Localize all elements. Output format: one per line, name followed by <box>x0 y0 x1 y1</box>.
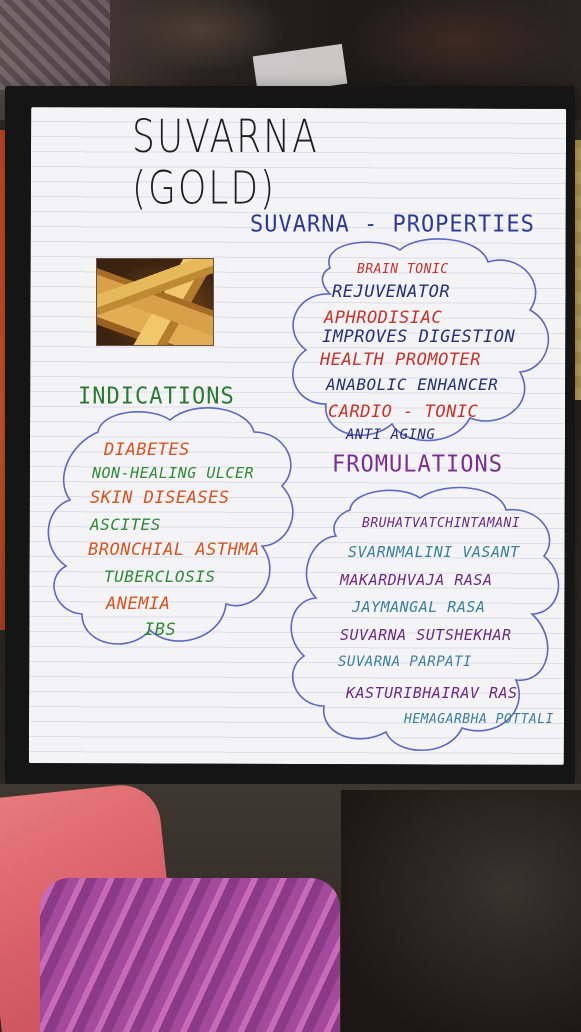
indications-cloud-outline <box>47 407 294 645</box>
formulation-item: HEMAGARBHA POTTALI <box>404 712 554 727</box>
property-item: ANABOLIC ENHANCER <box>326 375 499 394</box>
indication-item: ASCITES <box>90 515 161 534</box>
formulation-item: KASTURIBHAIRAV RAS <box>346 684 518 702</box>
indication-item: DIABETES <box>104 440 190 460</box>
property-item: ANTI AGING <box>346 427 436 443</box>
property-item: IMPROVES DIGESTION <box>322 327 516 347</box>
property-item: BRAIN TONIC <box>357 262 449 277</box>
formulation-item: BRUHATVATCHINTAMANI <box>362 516 521 531</box>
formulation-item: SVARNMALINI VASANT <box>348 543 520 561</box>
property-item: REJUVENATOR <box>332 282 451 302</box>
formulation-item: JAYMANGAL RASA <box>352 598 486 616</box>
indication-item: ANEMIA <box>106 594 171 614</box>
indications-heading: INDICATIONS <box>78 383 235 410</box>
property-item: APHRODISIAC <box>324 308 443 328</box>
indication-item: TUBERCLOSIS <box>104 567 216 586</box>
background-cloth <box>0 0 110 90</box>
properties-heading: SUVARNA - PROPERTIES <box>250 211 535 238</box>
properties-cloud-outline <box>292 238 549 442</box>
purple-cloth <box>40 878 340 1032</box>
indication-item: SKIN DISEASES <box>90 488 230 508</box>
indication-item: BRONCHIAL ASTHMA <box>88 540 260 560</box>
formulation-item: SUVARNA SUTSHEKHAR <box>340 626 512 644</box>
gold-bars-photo <box>96 258 214 346</box>
indication-item: NON-HEALING ULCER <box>92 464 255 482</box>
poster-title: SUVARNA (GOLD) <box>132 112 319 215</box>
dark-corner <box>341 790 581 1032</box>
formulations-heading: FROMULATIONS <box>332 451 503 478</box>
formulations-cloud-outline <box>290 486 560 751</box>
property-item: CARDIO - TONIC <box>328 402 479 422</box>
formulation-item: MAKARDHVAJA RASA <box>340 571 493 589</box>
indication-item: IBS <box>144 620 177 640</box>
property-item: HEALTH PROMOTER <box>320 350 482 370</box>
formulation-item: SUVARNA PARPATI <box>338 654 472 670</box>
